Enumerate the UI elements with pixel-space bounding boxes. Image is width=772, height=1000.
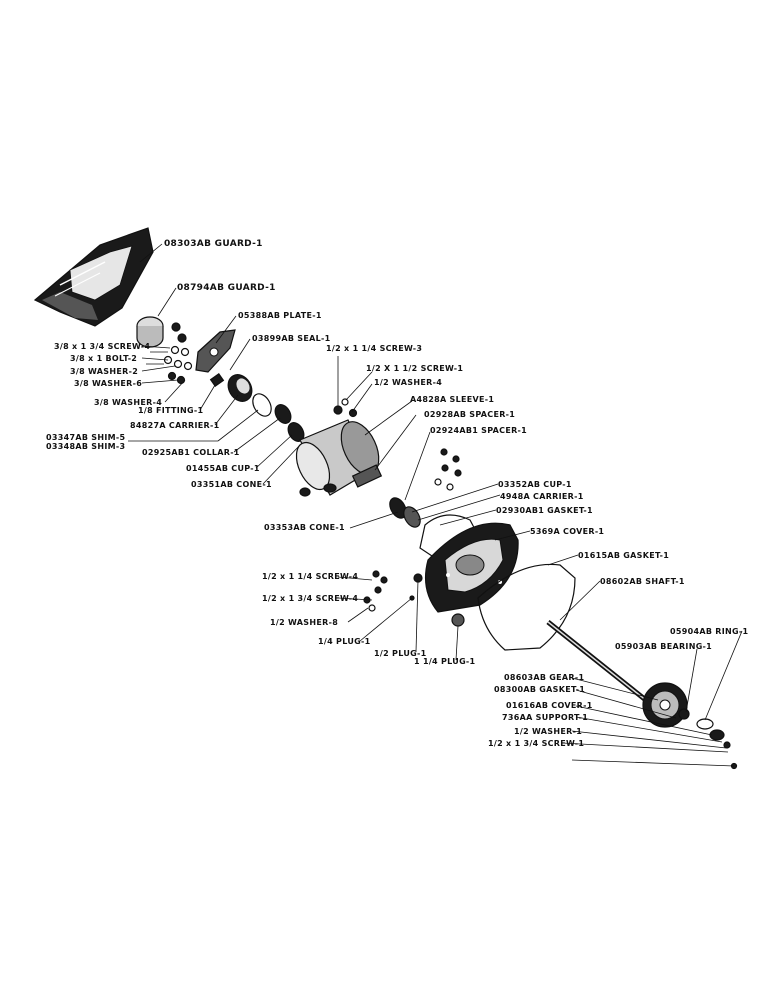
label-shaft: 08602AB SHAFT-1 [600, 577, 685, 586]
label-seal: 03899AB SEAL-1 [252, 334, 331, 343]
label-gasket-a: 02930AB1 GASKET-1 [496, 506, 593, 515]
label-washer-c: 3/8 WASHER-4 [94, 398, 162, 407]
label-screw-c: 1/2 X 1 1/2 SCREW-1 [366, 364, 463, 373]
label-plate: 05388AB PLATE-1 [238, 311, 322, 320]
label-sleeve: A4828A SLEEVE-1 [410, 395, 494, 404]
gear-drawing [642, 682, 688, 728]
shim-drawing [252, 393, 272, 417]
bolt-group-drawing [434, 448, 462, 491]
label-washer-f: 1/2 WASHER-1 [514, 727, 582, 736]
label-gear: 08603AB GEAR-1 [504, 673, 585, 682]
cone-cup-pair-drawing [389, 497, 421, 528]
label-screw-f: 1/2 x 1 3/4 SCREW-1 [488, 739, 584, 748]
guard-small-drawing [136, 316, 164, 348]
cover-screws-drawing [363, 570, 388, 612]
label-shim-b: 03348AB SHIM-3 [46, 442, 125, 451]
label-bolt: 3/8 x 1 BOLT-2 [70, 354, 137, 363]
support-washer-screw-drawing [723, 741, 738, 770]
label-fitting: 1/8 FITTING-1 [138, 406, 204, 415]
fitting-drawing [209, 373, 225, 387]
label-plug-a: 1/4 PLUG-1 [318, 637, 371, 646]
plate-drawing [195, 329, 236, 373]
label-guard-large: 08303AB GUARD-1 [164, 239, 263, 249]
label-washer-b: 3/8 WASHER-6 [74, 379, 142, 388]
label-cup-a: 01455AB CUP-1 [186, 464, 260, 473]
label-ring: 05904AB RING-1 [670, 627, 749, 636]
label-cover-b: 01616AB COVER-1 [506, 701, 593, 710]
label-washer-d: 1/2 WASHER-4 [374, 378, 442, 387]
part-labels: 08303AB GUARD-1 08794AB GUARD-1 05388AB … [46, 239, 749, 748]
label-cone-b: 03353AB CONE-1 [264, 523, 345, 532]
sleeve-drawing [295, 419, 380, 497]
gasket-large-drawing [477, 563, 576, 651]
label-cone-a: 03351AB CONE-1 [191, 480, 272, 489]
label-shim-a: 03347AB SHIM-5 [46, 433, 126, 442]
label-support: 736AA SUPPORT-1 [502, 713, 588, 722]
label-screw-e: 1/2 x 1 3/4 SCREW-4 [262, 594, 358, 603]
label-washer-a: 3/8 WASHER-2 [70, 367, 138, 376]
spacer-drawing [351, 464, 383, 488]
cover-housing-drawing [425, 522, 519, 613]
label-plug-c: 1 1/4 PLUG-1 [414, 657, 476, 666]
label-carrier-a: 84827A CARRIER-1 [130, 421, 220, 430]
label-washer-e: 1/2 WASHER-8 [270, 618, 338, 627]
leader-lines [128, 243, 743, 767]
label-screw-a: 3/8 x 1 3/4 SCREW-4 [54, 342, 150, 351]
label-guard-small: 08794AB GUARD-1 [177, 283, 276, 293]
label-screw-d: 1/2 x 1 1/4 SCREW-4 [262, 572, 358, 581]
label-bearing: 05903AB BEARING-1 [615, 642, 712, 651]
collar-drawing [274, 404, 292, 424]
label-spacer-a: 02928AB SPACER-1 [424, 410, 515, 419]
label-plug-b: 1/2 PLUG-1 [374, 649, 427, 658]
label-cup-b: 03352AB CUP-1 [498, 480, 572, 489]
label-cover-a: 5369A COVER-1 [530, 527, 604, 536]
label-spacer-b: 02924AB1 SPACER-1 [430, 426, 527, 435]
sleeve-screws-drawing [333, 398, 358, 418]
label-screw-b: 1/2 x 1 1/4 SCREW-3 [326, 344, 422, 353]
label-carrier-b: 4948A CARRIER-1 [500, 492, 584, 501]
label-collar: 02925AB1 COLLAR-1 [142, 448, 240, 457]
carrier-small-drawing [227, 374, 253, 402]
shaft-drawing [546, 620, 654, 707]
label-gasket-b: 01615AB GASKET-1 [578, 551, 669, 560]
guard-large-drawing [33, 227, 154, 327]
label-gasket-c: 08300AB GASKET-1 [494, 685, 585, 694]
end-cover-drawing [709, 729, 725, 741]
screw-washer-stack-drawing [146, 322, 193, 385]
